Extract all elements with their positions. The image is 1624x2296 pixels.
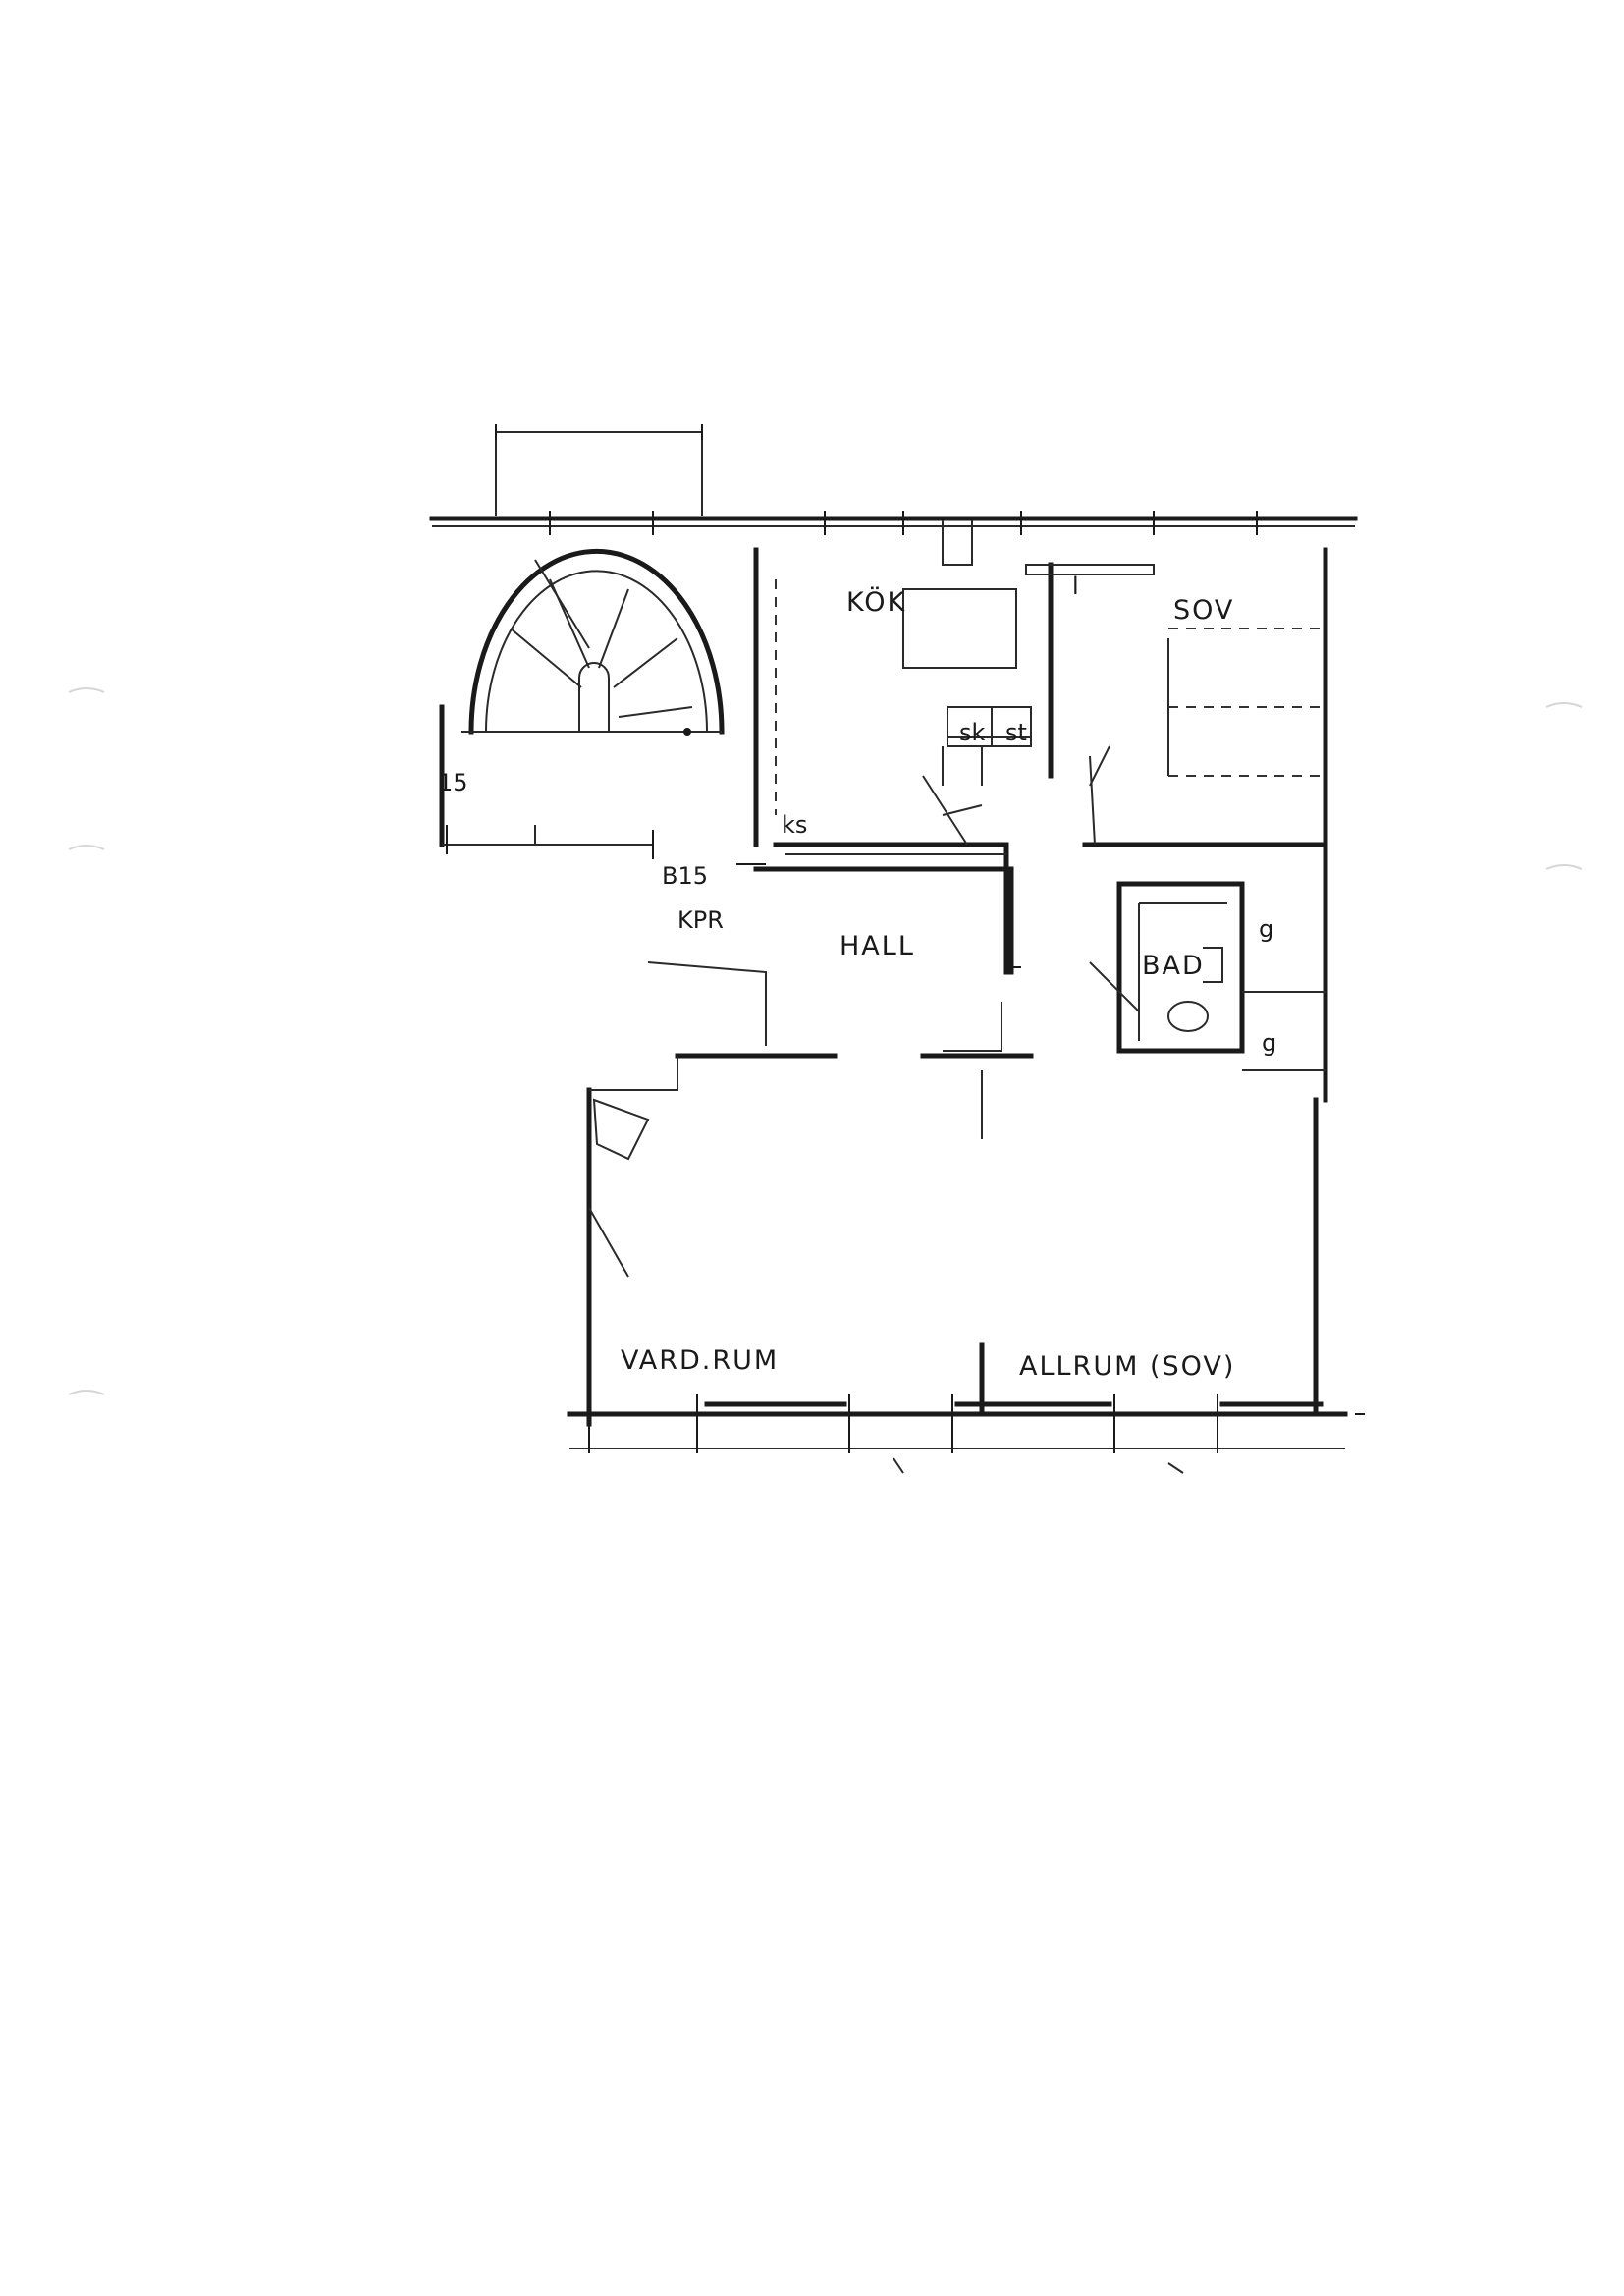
room-label-wardrobe: KPR bbox=[677, 906, 724, 934]
room-label-living-room: VARD.RUM bbox=[621, 1345, 779, 1376]
dimension-stair-width: 15 bbox=[438, 769, 468, 796]
kitchen-walls bbox=[753, 520, 1032, 975]
room-label-hall: HALL bbox=[839, 931, 915, 961]
hall-walls bbox=[647, 866, 1034, 1139]
dimension-door-note: B15 bbox=[662, 862, 708, 890]
fixture-label-stove: st bbox=[1005, 719, 1027, 746]
bathroom-walls bbox=[1089, 881, 1326, 1071]
room-label-bathroom: BAD bbox=[1142, 951, 1205, 981]
dimension-ticks bbox=[446, 511, 1365, 1415]
page-punch-marks bbox=[68, 687, 1583, 1395]
balcony bbox=[495, 424, 703, 516]
exterior-walls bbox=[429, 516, 1358, 1449]
fixture-label-fridge: ks bbox=[782, 811, 807, 839]
room-label-bedroom: SOV bbox=[1173, 595, 1234, 626]
fixture-label-closet-a: g bbox=[1259, 915, 1273, 943]
fixture-label-small-l: l bbox=[1072, 573, 1079, 600]
bedroom-walls bbox=[1025, 562, 1328, 847]
spiral-staircase bbox=[461, 548, 725, 736]
room-label-family-room: ALLRUM (SOV) bbox=[1019, 1351, 1235, 1382]
fixture-label-cabinet: sk bbox=[959, 719, 986, 746]
fixture-label-closet-b: g bbox=[1262, 1029, 1276, 1057]
room-label-kitchen: KÖK bbox=[846, 586, 906, 618]
living-area-walls bbox=[588, 1056, 1324, 1474]
